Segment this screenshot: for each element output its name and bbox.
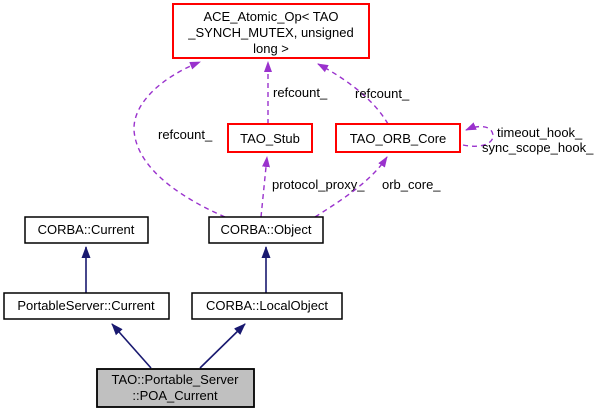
node-ace-atomic-op-line3: long > [253, 41, 289, 56]
node-tao-stub-label: TAO_Stub [240, 131, 300, 146]
node-ace-atomic-op[interactable]: ACE_Atomic_Op< TAO _SYNCH_MUTEX, unsigne… [172, 3, 370, 59]
node-poa-current-line2: ::POA_Current [132, 388, 218, 403]
node-corba-object[interactable]: CORBA::Object [208, 216, 324, 244]
edge-orbcore-to-atomicop-refcount [317, 63, 389, 125]
edge-orbcore-self-hooks [462, 122, 494, 147]
edge-label-timeout-hook: timeout_hook_ [497, 125, 583, 140]
edge-label-sync-scope-hook: sync_scope_hook_ [482, 140, 594, 155]
edge-poacurrent-to-portableservercurrent [111, 323, 152, 369]
node-tao-orb-core-label: TAO_ORB_Core [350, 131, 447, 146]
node-corba-localobject[interactable]: CORBA::LocalObject [191, 292, 343, 320]
node-portableserver-current-box[interactable] [3, 292, 170, 320]
edge-label-refcount-center: refcount_ [273, 85, 328, 100]
node-ace-atomic-op-box[interactable] [172, 3, 370, 59]
node-tao-orb-core[interactable]: TAO_ORB_Core [335, 123, 461, 153]
edge-label-refcount-right: refcount_ [355, 86, 410, 101]
node-corba-localobject-box[interactable] [191, 292, 343, 320]
node-ace-atomic-op-line2: _SYNCH_MUTEX, unsigned [187, 25, 353, 40]
node-poa-current-line1: TAO::Portable_Server [112, 372, 240, 387]
node-ace-atomic-op-line1: ACE_Atomic_Op< TAO [204, 9, 339, 24]
edge-object-to-orbcore-orb-core [314, 156, 388, 218]
node-corba-object-label: CORBA::Object [220, 222, 311, 237]
node-tao-stub[interactable]: TAO_Stub [227, 123, 313, 153]
node-corba-current-label: CORBA::Current [38, 222, 135, 237]
edge-label-orb-core: orb_core_ [382, 177, 441, 192]
edge-label-protocol-proxy: protocol_proxy_ [272, 177, 365, 192]
edge-object-to-atomicop-refcount [133, 61, 226, 218]
node-poa-current-box [96, 368, 255, 408]
edge-poacurrent-to-localobject [199, 323, 246, 369]
node-corba-object-box[interactable] [208, 216, 324, 244]
node-poa-current: TAO::Portable_Server ::POA_Current [96, 368, 255, 408]
node-tao-orb-core-box[interactable] [335, 123, 461, 153]
node-corba-current-box[interactable] [24, 216, 149, 244]
edge-object-to-stub-protocol-proxy [260, 156, 270, 218]
node-corba-current[interactable]: CORBA::Current [24, 216, 149, 244]
edge-label-refcount-left: refcount_ [158, 127, 213, 142]
node-portableserver-current[interactable]: PortableServer::Current [3, 292, 170, 320]
node-tao-stub-box[interactable] [227, 123, 313, 153]
node-corba-localobject-label: CORBA::LocalObject [206, 298, 328, 313]
node-portableserver-current-label: PortableServer::Current [17, 298, 155, 313]
